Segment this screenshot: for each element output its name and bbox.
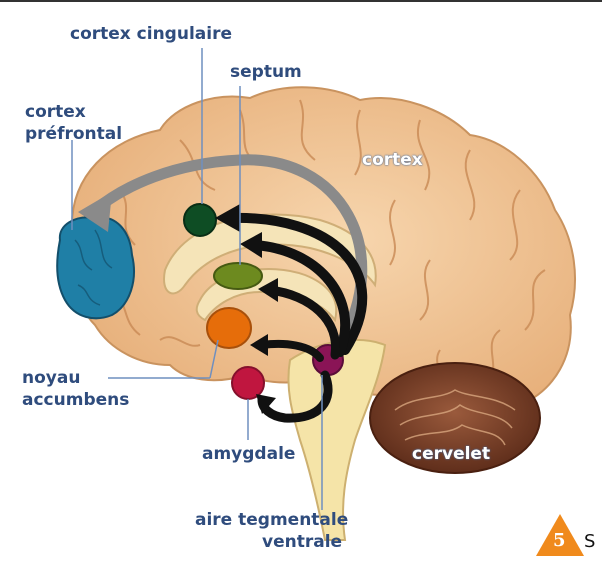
label-septum: septum (230, 62, 302, 82)
label-noyau-line1: noyau (22, 368, 80, 388)
label-cortex: cortex (362, 150, 423, 170)
label-amygdale: amygdale (202, 444, 295, 464)
label-cortex-cingulaire: cortex cingulaire (70, 24, 232, 44)
label-aire-line1: aire tegmentale (195, 510, 348, 530)
label-noyau-line2: accumbens (22, 390, 129, 410)
label-cervelet: cervelet (412, 444, 490, 464)
septum-node (214, 263, 262, 289)
label-cortex-prefrontal-line2: préfrontal (25, 124, 122, 144)
nucleus-accumbens-node (207, 308, 251, 348)
amygdala-node (232, 367, 264, 399)
label-cortex-prefrontal-line1: cortex (25, 102, 86, 122)
cingulate-cortex-node (184, 204, 216, 236)
badge-trailing-text: S (584, 531, 595, 552)
badge-number: 5 (553, 530, 566, 551)
label-aire-line2: ventrale (262, 532, 342, 552)
